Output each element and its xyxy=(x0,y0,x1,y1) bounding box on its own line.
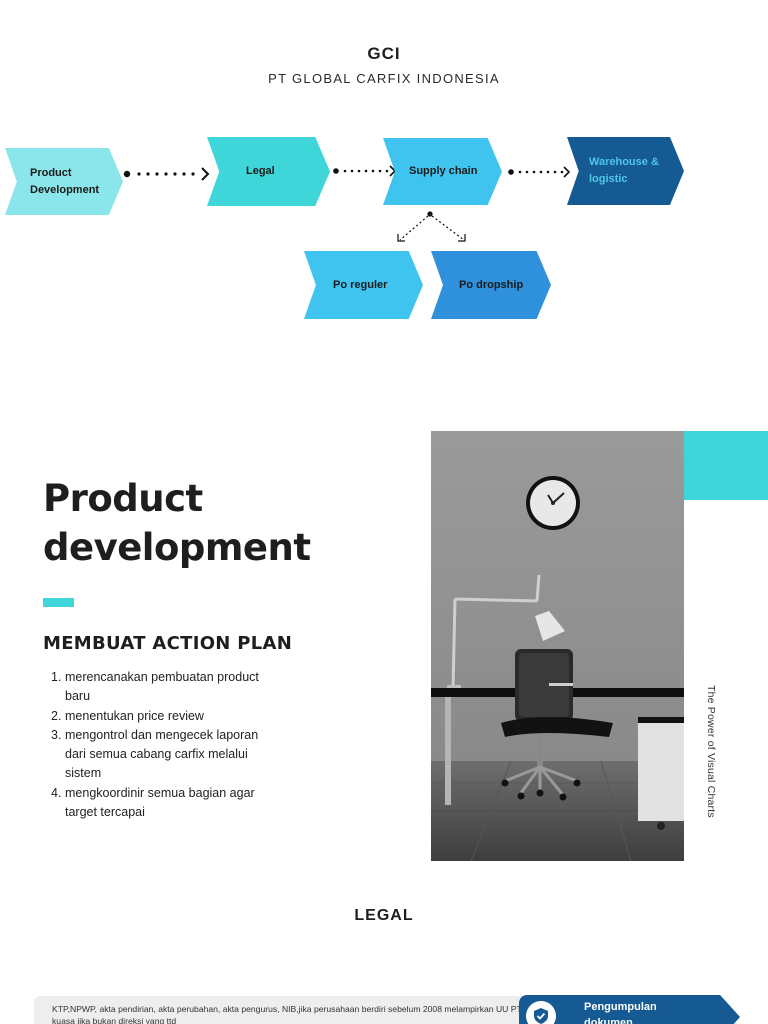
accent-bar xyxy=(43,598,74,607)
list-text: menentukan price review xyxy=(65,708,204,723)
list-text: mengkoordinir semua bagian agar target t… xyxy=(65,785,255,820)
step-label: Legal xyxy=(246,165,275,177)
legal-heading: LEGAL xyxy=(354,907,414,924)
step-label: Supply chain xyxy=(409,165,478,177)
documents-box: KTP,NPWP, akta pendirian, akta perubahan… xyxy=(34,996,558,1024)
step-legal: Legal xyxy=(207,137,330,206)
step-supply-chain: Supply chain xyxy=(383,138,502,205)
list-number: 3. xyxy=(51,727,62,742)
action-plan-list: 1.merencanakan pembuatan product baru 2.… xyxy=(51,668,281,822)
badge xyxy=(526,1001,556,1024)
list-number: 2. xyxy=(51,708,62,723)
list-text: merencanakan pembuatan product baru xyxy=(65,670,259,704)
step-po-dropship: Po dropship xyxy=(431,251,551,319)
list-number: 4. xyxy=(51,785,62,800)
step-po-reguler: Po reguler xyxy=(304,251,423,319)
list-item: 3.mengontrol dan mengecek laporan dari s… xyxy=(51,726,281,784)
documents-text: KTP,NPWP, akta pendirian, akta perubahan… xyxy=(52,1004,545,1024)
flow-connectors xyxy=(123,165,571,242)
action-plan-heading: MEMBUAT ACTION PLAN xyxy=(43,633,293,654)
step-warehouse-logistic: Warehouse & logistic xyxy=(567,137,684,205)
list-text: mengontrol dan mengecek laporan dari sem… xyxy=(65,727,259,781)
step-label: Product Development xyxy=(30,166,100,196)
step-label: Pengumpulan dokumen xyxy=(584,1001,657,1024)
decorative-teal-block xyxy=(684,431,768,500)
company-name: PT GLOBAL CARFIX INDONESIA xyxy=(268,71,500,86)
list-item: 4.mengkoordinir semua bagian agar target… xyxy=(51,784,281,823)
list-item: 1.merencanakan pembuatan product baru xyxy=(51,668,281,707)
section-heading: Product development xyxy=(43,477,311,569)
office-photo xyxy=(431,431,684,861)
step-label: Po dropship xyxy=(459,278,524,291)
list-item: 2.menentukan price review xyxy=(51,707,281,726)
page-title: GCI xyxy=(367,44,401,63)
list-number: 1. xyxy=(51,670,62,684)
step-label: Po reguler xyxy=(333,278,388,291)
side-caption: The Power of Visual Charts xyxy=(705,685,717,818)
shield-check-icon xyxy=(534,1008,548,1024)
step-label: Warehouse & logistic xyxy=(589,156,659,185)
step-document-collection xyxy=(519,995,740,1024)
step-product-development: Product Development xyxy=(5,148,123,215)
